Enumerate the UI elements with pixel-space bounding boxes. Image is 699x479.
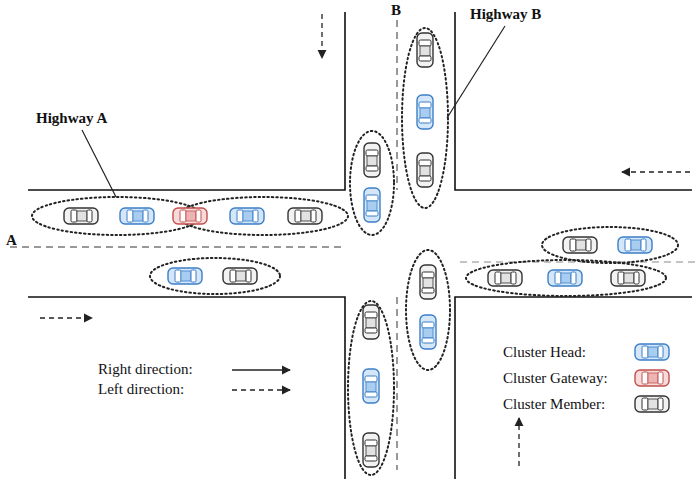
legend-text: Left direction:: [98, 381, 184, 398]
legend-text: Cluster Head:: [503, 344, 586, 361]
road-end-label: B: [391, 2, 401, 19]
highway-label: Highway B: [470, 6, 541, 23]
highway-label: Highway A: [36, 110, 107, 127]
road-end-label: A: [6, 232, 17, 249]
legend-text: Cluster Member:: [503, 396, 605, 413]
legend-text: Right direction:: [98, 361, 193, 378]
legend-text: Cluster Gateway:: [503, 370, 608, 387]
